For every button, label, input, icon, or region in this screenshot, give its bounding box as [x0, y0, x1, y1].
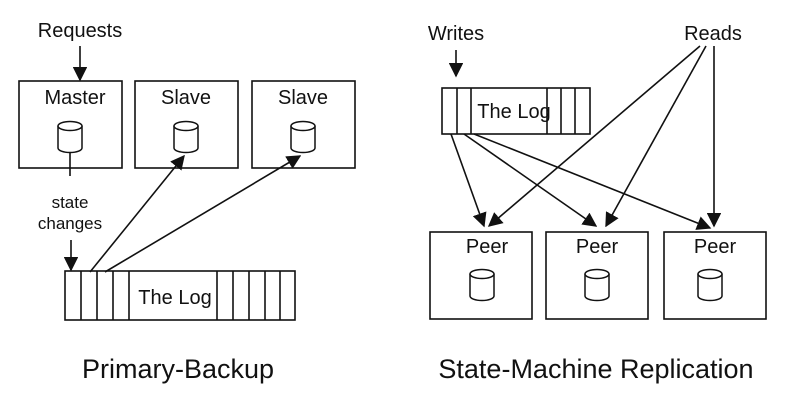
slave-node-1: Slave [134, 80, 239, 169]
peer-1-label: Peer [466, 236, 509, 258]
slave-1-database-icon [173, 120, 199, 154]
primary-log: The Log [64, 270, 296, 321]
peer-node-1: Peer [429, 231, 533, 320]
slave-1-label: Slave [161, 87, 211, 109]
peer-1-database-icon [469, 268, 495, 302]
state-machine-diagram: Writes Reads The Log Peer [428, 23, 767, 384]
state-machine-log-label: The Log [477, 101, 550, 123]
requests-label: Requests [38, 20, 123, 42]
master-database-icon [57, 120, 83, 154]
primary-backup-caption: Primary-Backup [82, 354, 274, 384]
slave-2-database-icon [290, 120, 316, 154]
primary-log-box [64, 270, 296, 321]
state-machine-log-dividers [456, 88, 576, 134]
state-machine-log: The Log [441, 87, 591, 135]
log-to-peer-1-arrow [450, 133, 487, 228]
peer-2-database-icon [584, 268, 610, 302]
log-to-peer-3-arrow [473, 133, 712, 230]
reads-to-peer-2-arrow [605, 45, 707, 228]
reads-to-peer-1-arrow [487, 45, 701, 227]
slave-node-2: Slave [251, 80, 356, 169]
primary-backup-diagram: Requests Master Slave Slave [18, 20, 356, 384]
primary-log-dividers [80, 271, 281, 320]
state-changes-line-2: changes [38, 214, 102, 233]
log-to-slave-2-arrow [104, 155, 302, 273]
master-node: Master [18, 80, 123, 176]
reads-label: Reads [684, 23, 742, 45]
state-machine-caption: State-Machine Replication [438, 354, 753, 384]
master-label: Master [44, 87, 105, 109]
peer-node-3: Peer [663, 231, 767, 320]
peer-node-2: Peer [545, 231, 649, 320]
primary-log-label: The Log [138, 287, 211, 309]
slave-2-label: Slave [278, 87, 328, 109]
peer-2-label: Peer [576, 236, 619, 258]
log-to-peer-2-arrow [463, 133, 598, 227]
log-to-slave-1-arrow [89, 154, 185, 273]
writes-label: Writes [428, 23, 484, 45]
peer-3-database-icon [697, 268, 723, 302]
state-machine-log-box [441, 87, 591, 135]
state-changes-line-1: state [52, 193, 89, 212]
peer-3-label: Peer [694, 236, 737, 258]
